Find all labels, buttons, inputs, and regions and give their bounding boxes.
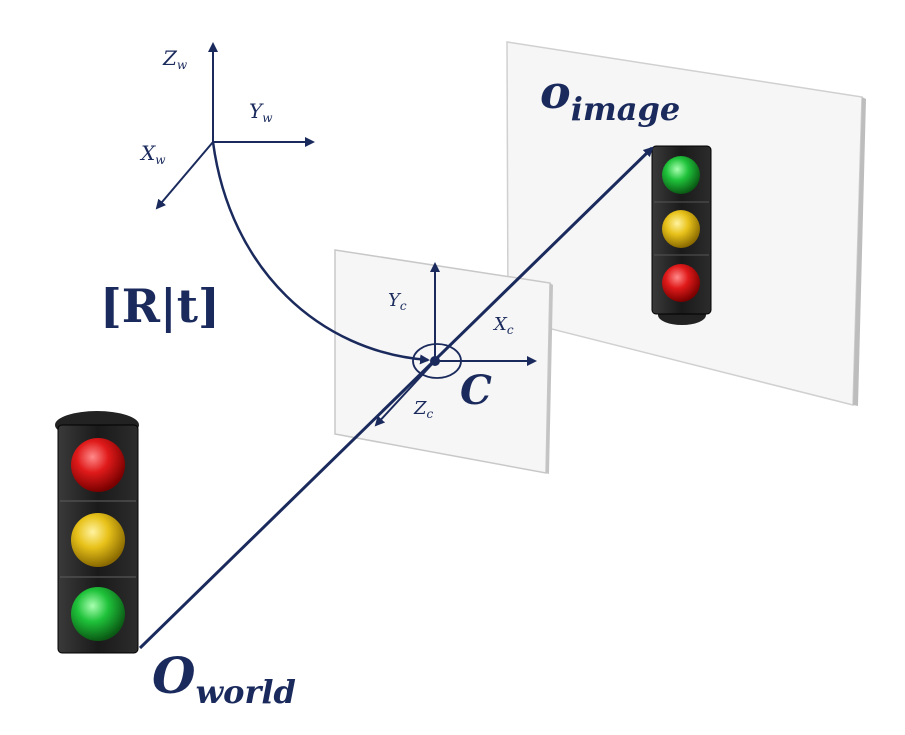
world-x-label: Xw <box>139 141 166 167</box>
camera-z-label: Zc <box>413 398 434 421</box>
world-green-light <box>71 587 125 641</box>
camera-z-axis <box>374 360 436 427</box>
image-green-light <box>662 156 700 194</box>
world-yellow-light <box>71 513 125 567</box>
camera-center-point <box>430 356 440 366</box>
projection-ray <box>138 146 654 650</box>
camera-center-ring <box>412 343 462 379</box>
world-red-light <box>71 438 125 492</box>
camera-center-label: C <box>460 367 492 414</box>
image-origin-label: oimage <box>540 65 680 128</box>
image-red-light <box>662 264 700 302</box>
world-axes <box>155 42 315 210</box>
transform-label: [R|t] <box>100 279 220 333</box>
camera-axes <box>374 262 537 427</box>
world-x-axis <box>155 141 214 210</box>
world-origin-label: Oworld <box>152 646 296 711</box>
transform-curve <box>211 141 430 365</box>
image-yellow-light <box>662 210 700 248</box>
world-traffic-light <box>55 411 139 654</box>
world-z-label: Zw <box>162 46 188 72</box>
world-y-label: Yw <box>249 99 273 125</box>
camera-y-label: Yc <box>388 290 407 313</box>
image-traffic-light <box>651 145 712 325</box>
camera-x-label: Xc <box>492 314 514 337</box>
